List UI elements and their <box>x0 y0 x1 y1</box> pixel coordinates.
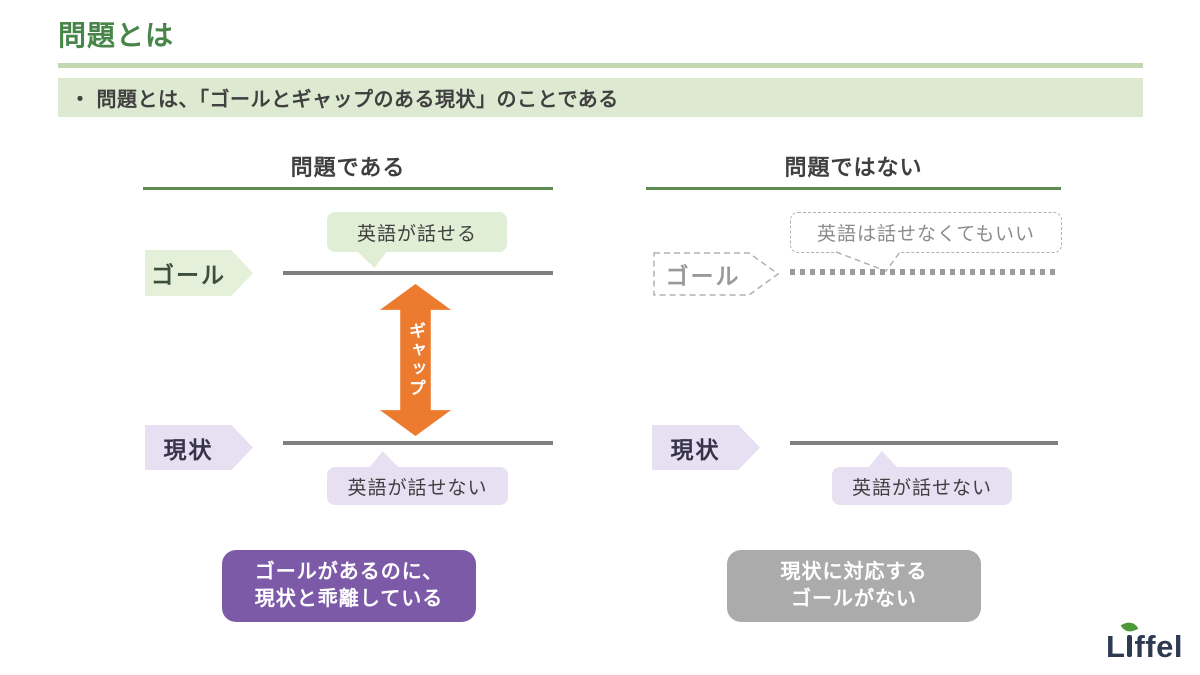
speech-bubble-tail <box>868 451 898 468</box>
left-current-bubble-text: 英語が話せない <box>347 477 488 499</box>
speech-bubble-tail <box>357 251 387 268</box>
left-goal-tag-label: ゴール <box>151 262 226 288</box>
right-conclusion-box: 現状に対応する ゴールがない <box>727 550 981 622</box>
left-current-tag: 現状 <box>145 425 253 470</box>
left-column-header: 問題である <box>290 155 406 180</box>
left-conclusion-box: ゴールがあるのに、 現状と乖離している <box>222 550 476 622</box>
logo-text: ffel <box>1134 629 1183 664</box>
left-column-underline <box>143 187 553 190</box>
right-column-underline <box>646 187 1061 190</box>
left-current-line <box>283 441 553 445</box>
speech-bubble-tail <box>369 451 399 468</box>
right-current-tag: 現状 <box>652 425 760 470</box>
right-conclusion-line2: ゴールがない <box>791 588 917 610</box>
key-message-text: ・ 問題とは、「ゴールとギャップのある現状」のことである <box>70 89 619 111</box>
right-conclusion-line1: 現状に対応する <box>780 561 928 583</box>
right-current-line <box>790 441 1058 445</box>
gap-double-arrow-icon: ギャップ <box>380 284 451 436</box>
left-goal-line <box>283 271 553 275</box>
page-title: 問題とは <box>58 20 175 51</box>
right-current-bubble-text: 英語が話せない <box>851 477 992 499</box>
right-current-speech-bubble: 英語が話せない <box>832 451 1012 505</box>
gap-label: ギャップ <box>406 322 425 398</box>
logo-letter-i <box>1121 619 1139 657</box>
right-column-header: 問題ではない <box>784 155 923 180</box>
right-goal-tag-label: ゴール <box>665 263 741 289</box>
left-current-tag-label: 現状 <box>163 436 214 463</box>
left-goal-speech-bubble: 英語が話せる <box>327 212 507 268</box>
right-current-tag-label: 現状 <box>670 436 721 463</box>
left-current-speech-bubble: 英語が話せない <box>327 451 508 505</box>
left-goal-tag: ゴール <box>145 250 253 296</box>
logo-text: L <box>1106 629 1126 664</box>
left-conclusion-line1: ゴールがあるのに、 <box>254 561 444 583</box>
right-goal-bubble-text: 英語は話せなくてもいい <box>816 224 1036 245</box>
left-conclusion-line2: 現状と乖離している <box>254 588 444 610</box>
right-goal-speech-bubble-dashed: 英語は話せなくてもいい <box>790 212 1062 253</box>
title-divider <box>58 63 1143 68</box>
right-goal-tag-dashed: ゴール <box>653 252 780 296</box>
right-goal-dotted-line <box>790 269 1058 275</box>
key-message-banner: ・ 問題とは、「ゴールとギャップのある現状」のことである <box>58 78 1143 117</box>
left-goal-bubble-text: 英語が話せる <box>356 223 477 245</box>
